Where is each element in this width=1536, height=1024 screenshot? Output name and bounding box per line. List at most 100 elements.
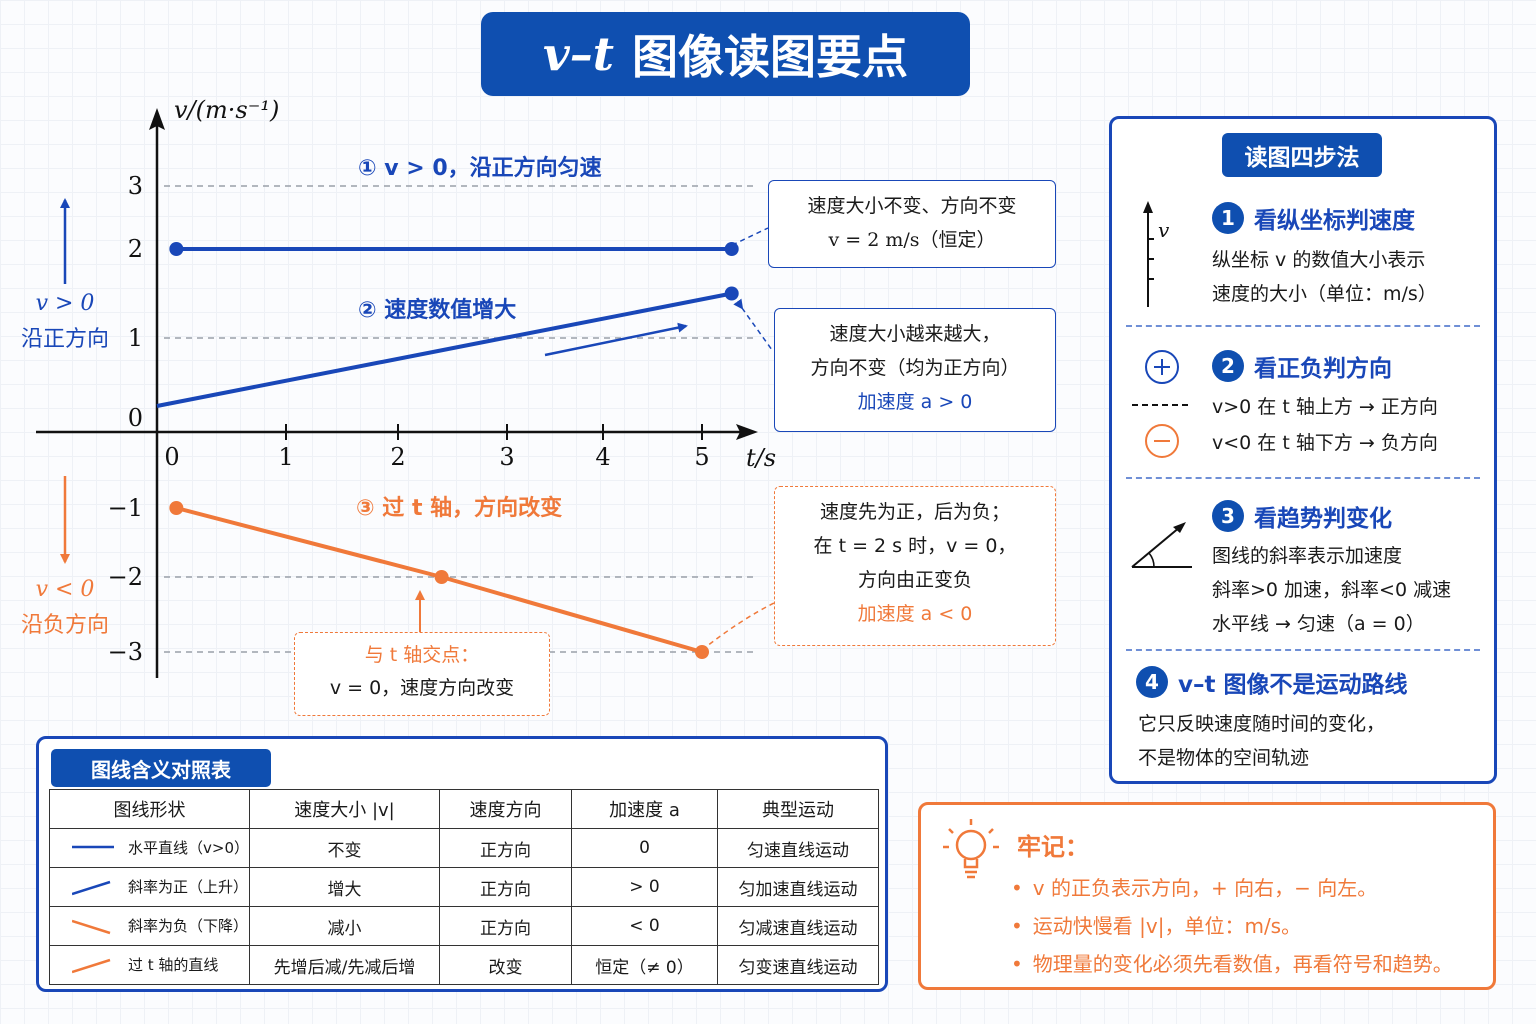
positive-text: 沿正方向 xyxy=(20,327,109,352)
data-point xyxy=(434,570,449,584)
cell-shape-label: 斜率为正（上升） xyxy=(128,877,249,896)
y-axis-label: v/(m·s⁻¹) xyxy=(174,96,279,124)
svg-text:v: v xyxy=(1158,218,1170,242)
step-2-line-2: v<0 在 t 轴下方 → 负方向 xyxy=(1212,432,1438,454)
step-2-line-1: v>0 在 t 轴上方 → 正方向 xyxy=(1212,396,1438,418)
series-line-2 xyxy=(156,291,733,408)
cell-direction: 改变 xyxy=(439,945,572,985)
data-point xyxy=(169,242,184,256)
step-4-line-2: 不是物体的空间轨迹 xyxy=(1138,747,1310,769)
cell-size: 不变 xyxy=(249,828,440,868)
step-3-head: 3 看趋势判变化 xyxy=(1212,499,1392,533)
callout-3-line-3: 方向由正变负 xyxy=(857,569,972,591)
cell-motion: 匀减速直线运动 xyxy=(717,906,879,946)
callout-2-line-3: 加速度 a > 0 xyxy=(857,391,973,413)
x-tick-label: 5 xyxy=(694,443,709,471)
series-label-2: ② 速度数值增大 xyxy=(358,297,516,323)
cell-direction: 正方向 xyxy=(439,867,572,907)
meaning-table-panel: 图线含义对照表 图线形状 速度大小 |v| 速度方向 加速度 a 典型运动 水平… xyxy=(36,736,888,992)
series-label-1: ① v > 0，沿正方向匀速 xyxy=(358,155,602,181)
callout-1-line-2: v = 2 m/s（恒定） xyxy=(828,229,996,251)
x-tick-label: 4 xyxy=(595,443,610,471)
step-4-title: v–t 图像不是运动路线 xyxy=(1178,672,1408,698)
connector-c2 xyxy=(733,298,773,351)
th-direction: 速度方向 xyxy=(439,789,572,829)
th-shape: 图线形状 xyxy=(49,789,250,829)
step-3-title: 看趋势判变化 xyxy=(1254,506,1392,532)
step-1-title: 看纵坐标判速度 xyxy=(1254,208,1415,234)
cell-size: 先增后减/先减后增 xyxy=(249,945,440,985)
axes xyxy=(36,108,758,678)
connector-c1 xyxy=(723,227,769,250)
title-banner: v–t 图像读图要点 xyxy=(481,12,970,96)
memo-panel: 牢记： v 的正负表示方向，+ 向右，− 向左。 运动快慢看 |v|，单位：m/… xyxy=(918,802,1496,990)
step-2-badge: 2 xyxy=(1212,350,1244,382)
cell-shape: 过 t 轴的直线 xyxy=(49,945,250,985)
callout-3-line-1: 速度先为正，后为负； xyxy=(819,501,1010,523)
callout-3-line-4: 加速度 a < 0 xyxy=(857,603,973,625)
step-1-line-2: 速度的大小（单位：m/s） xyxy=(1212,283,1437,305)
step-4-body: 它只反映速度随时间的变化， 不是物体的空间轨迹 xyxy=(1138,707,1385,775)
data-point xyxy=(724,286,739,301)
th-size: 速度大小 |v| xyxy=(249,789,440,829)
step-1-badge: 1 xyxy=(1212,202,1244,234)
callout-2-line-1: 速度大小越来越大， xyxy=(829,323,1001,345)
step-3-badge: 3 xyxy=(1212,500,1244,532)
x-tick-label: 1 xyxy=(278,443,293,471)
step-4-badge: 4 xyxy=(1136,666,1168,698)
cell-shape: 水平直线（v>0） xyxy=(49,828,250,868)
callout-1-line-1: 速度大小不变、方向不变 xyxy=(807,195,1017,217)
data-point xyxy=(169,501,184,515)
cell-acceleration: 0 xyxy=(571,828,718,868)
negative-math: v < 0 xyxy=(35,577,95,602)
step-4-line-1: 它只反映速度随时间的变化， xyxy=(1138,713,1386,735)
x-axis-label: t/s xyxy=(746,444,776,472)
series-lines xyxy=(156,242,739,659)
sign-icons xyxy=(1132,350,1192,458)
cell-direction: 正方向 xyxy=(439,906,572,946)
cell-motion: 匀加速直线运动 xyxy=(717,867,879,907)
step-3-line-3: 水平线 → 匀速（a = 0） xyxy=(1212,613,1425,635)
divider-1 xyxy=(1126,325,1480,327)
v-axis-icon: v xyxy=(1143,201,1170,307)
title-var: v–t xyxy=(543,27,614,81)
step-1-head: 1 看纵坐标判速度 xyxy=(1212,201,1415,235)
memo-item: 运动快慢看 |v|，单位：m/s。 xyxy=(1011,907,1453,945)
x-tick-label: 0 xyxy=(164,443,179,471)
lightbulb-icon xyxy=(943,819,999,879)
series-label-3: ③ 过 t 轴，方向改变 xyxy=(356,495,562,521)
callout-intersection: 与 t 轴交点： v = 0，速度方向改变 xyxy=(294,632,550,716)
memo-title: 牢记： xyxy=(1017,833,1089,861)
line-shape-icon xyxy=(72,846,114,849)
v-axis-arrow xyxy=(149,108,165,130)
panel-title: 读图四步法 xyxy=(1222,133,1382,177)
cell-acceleration: 恒定（≠ 0） xyxy=(571,945,718,985)
x-tick-label: 2 xyxy=(390,443,405,471)
negative-text: 沿负方向 xyxy=(20,613,109,638)
th-acceleration: 加速度 a xyxy=(571,789,718,829)
four-step-panel: 读图四步法 v 1 看纵坐标判速度 纵坐标 v 的数值大小表示 速度的大小（单位… xyxy=(1109,116,1497,784)
step-3-line-2: 斜率>0 加速，斜率<0 减速 xyxy=(1212,579,1452,601)
memo-list: v 的正负表示方向，+ 向右，− 向左。 运动快慢看 |v|，单位：m/s。 物… xyxy=(1011,869,1453,983)
cell-acceleration: > 0 xyxy=(571,867,718,907)
step-3-line-1: 图线的斜率表示加速度 xyxy=(1212,545,1403,567)
memo-item: v 的正负表示方向，+ 向右，− 向左。 xyxy=(1011,869,1453,907)
callout-constant-velocity: 速度大小不变、方向不变 v = 2 m/s（恒定） xyxy=(768,180,1056,268)
th-motion: 典型运动 xyxy=(717,789,879,829)
y-tick-label: 3 xyxy=(128,172,143,200)
memo-item: 物理量的变化必须先看数值，再看符号和趋势。 xyxy=(1011,945,1453,983)
cell-shape-label: 过 t 轴的直线 xyxy=(128,955,219,974)
cell-acceleration: < 0 xyxy=(571,906,718,946)
y-tick-label: −2 xyxy=(108,563,143,591)
slope-icon xyxy=(1131,522,1192,568)
callout-4-line-1: 与 t 轴交点： xyxy=(364,644,480,666)
line-shape-icon xyxy=(71,920,111,935)
negative-direction-label: v < 0 沿负方向 xyxy=(4,572,126,644)
data-point xyxy=(724,242,739,256)
step-2-body: v>0 在 t 轴上方 → 正方向 v<0 在 t 轴下方 → 负方向 xyxy=(1212,389,1438,461)
y-tick-label: −1 xyxy=(108,494,143,522)
cell-size: 减小 xyxy=(249,906,440,946)
